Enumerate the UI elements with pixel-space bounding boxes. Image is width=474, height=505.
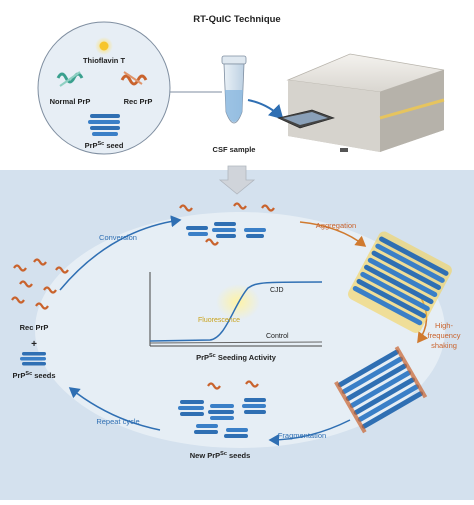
chart-caption: PrPSc Seeding Activity <box>196 353 277 362</box>
seeding-activity-chart: Fluorescence CJD Control PrPSc Seeding A… <box>149 272 323 362</box>
left-seed-icon <box>20 352 46 366</box>
shaking-label-line-3: shaking <box>431 341 457 350</box>
prpsc-seed-icon <box>88 114 120 136</box>
seed-label-rest: seed <box>104 141 124 150</box>
normal-prp-icon <box>56 71 84 87</box>
microplate <box>277 109 335 129</box>
down-arrow <box>218 165 256 195</box>
left-seeds-rest: seeds <box>32 371 55 380</box>
fragmentation-arrow <box>268 419 351 446</box>
rec-prp-cluster <box>11 258 69 310</box>
new-seeds-label: New PrPSc seeds <box>190 451 251 460</box>
rec-prp-label: Rec PrP <box>124 97 153 106</box>
csf-tube <box>221 55 247 124</box>
new-seeds-sup: Sc <box>220 451 227 457</box>
cjd-curve <box>149 281 323 342</box>
left-seeds-sup: Sc <box>25 371 32 377</box>
shaking-label-line-2: frequency <box>428 331 461 340</box>
cjd-label: CJD <box>270 287 284 294</box>
inset-circle <box>37 21 171 155</box>
new-seeds-main: New PrP <box>190 451 220 460</box>
control-curve <box>149 341 323 344</box>
control-label: Control <box>266 333 289 340</box>
prpsc-seed-label: PrPSc seed <box>85 141 124 150</box>
normal-prp-label: Normal PrP <box>50 97 91 106</box>
repeat-cycle-arrow <box>68 387 161 431</box>
seed-label-main: PrP <box>85 141 98 150</box>
fluorescence-label: Fluorescence <box>198 317 240 324</box>
conversion-cluster <box>179 202 275 246</box>
conversion-arrow <box>59 215 182 291</box>
conversion-label: Conversion <box>99 233 137 242</box>
csf-sample-label: CSF sample <box>213 145 256 154</box>
aggregation-arrow <box>299 221 367 247</box>
plus-sign: + <box>31 339 37 350</box>
shaken-fibril <box>334 346 428 434</box>
left-seeds-label: PrPSc seeds <box>12 371 55 380</box>
chart-caption-rest: Seeding Activity <box>216 353 277 362</box>
transfer-arrow <box>247 99 284 120</box>
thioflavin-label: Thioflavin T <box>83 56 126 65</box>
new-seeds-rest: seeds <box>227 451 250 460</box>
left-seeds-main: PrP <box>12 371 25 380</box>
aggregation-label: Aggregation <box>316 221 356 230</box>
chart-caption-sup: Sc <box>209 353 216 359</box>
plate-reader <box>286 53 445 152</box>
figure-title: RT-QuIC Technique <box>193 14 280 25</box>
repeat-cycle-label: Repeat cycle <box>96 417 139 426</box>
chart-caption-main: PrP <box>196 353 209 362</box>
rec-prp-cycle-label: Rec PrP <box>20 323 49 332</box>
cycle-backdrop <box>35 212 445 448</box>
aggregate-fibril <box>348 231 452 333</box>
rec-prp-icon <box>120 71 148 86</box>
thioflavin-icon <box>99 41 109 51</box>
shaking-label-line-1: High- <box>435 321 453 330</box>
fragmentation-label: Fragmentation <box>278 431 326 440</box>
new-seeds-cluster <box>178 380 266 438</box>
seed-label-sup: Sc <box>98 141 105 147</box>
